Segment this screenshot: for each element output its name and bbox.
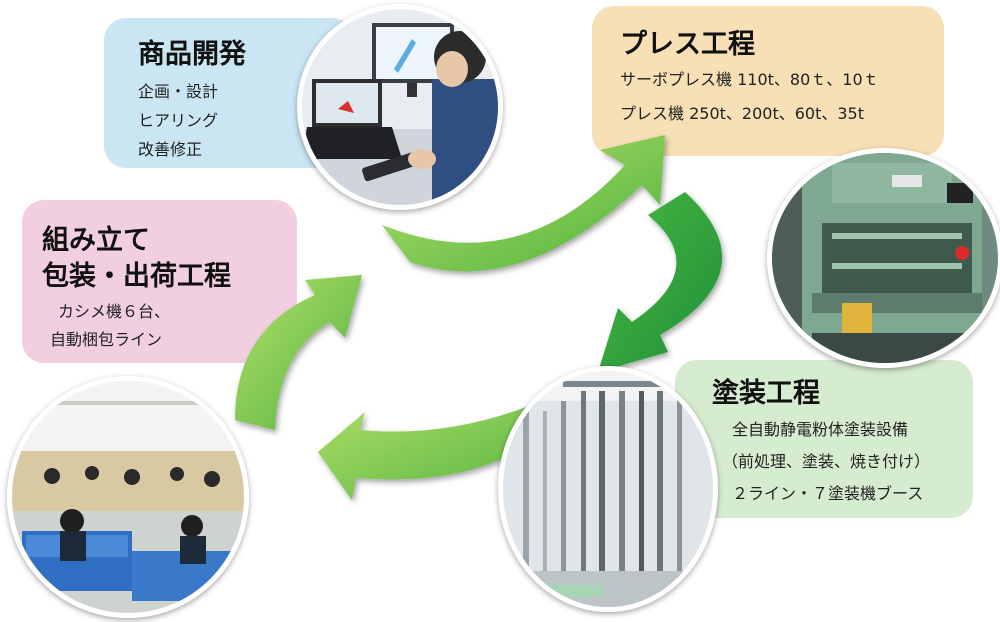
design-title: 商品開発 (138, 39, 246, 70)
arrow-paint-to-assembly (318, 385, 575, 500)
press-machine-image (772, 153, 998, 363)
assembly-line-2: 自動梱包ライン (50, 330, 163, 349)
photo-paint (498, 366, 718, 612)
cad-workstation-image (302, 9, 498, 205)
press-title: プレス工程 (620, 29, 755, 60)
photo-design (297, 4, 503, 210)
assembly-floor-image (12, 381, 244, 613)
painting-line-image (503, 371, 713, 607)
arrow-assembly-to-design (235, 275, 362, 430)
design-line-3: 改善修正 (138, 140, 203, 159)
photo-press (767, 148, 1000, 368)
photo-assembly (7, 376, 249, 618)
arrow-press-to-paint (598, 192, 723, 372)
paint-line-3: ２ライン・７塗装機ブース (732, 484, 924, 503)
press-line-1: サーボプレス機 110t、80ｔ、10ｔ (620, 70, 879, 89)
assembly-title-line-1: 組み立て (42, 225, 150, 256)
paint-line-1: 全自動静電粉体塗装設備 (732, 420, 909, 439)
paint-box (675, 360, 973, 518)
design-line-1: 企画・設計 (138, 82, 219, 101)
design-line-2: ヒアリング (138, 111, 219, 130)
assembly-box (22, 200, 297, 363)
press-box (592, 6, 944, 156)
paint-title: 塗装工程 (712, 378, 820, 409)
press-line-2: プレス機 250t、200t、60t、35t (620, 104, 864, 123)
assembly-title-line-2: 包装・出荷工程 (42, 261, 231, 292)
paint-line-2: （前処理、塗装、焼き付け） (722, 452, 931, 471)
assembly-line-1: カシメ機６台、 (58, 302, 171, 321)
arrow-design-to-press (382, 135, 665, 272)
